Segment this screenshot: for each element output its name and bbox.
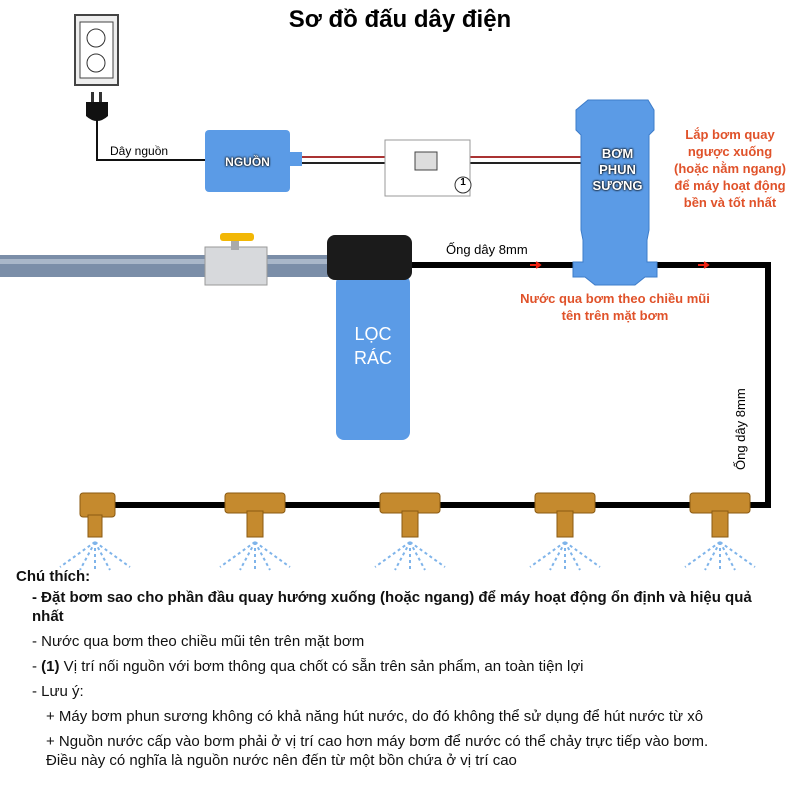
- note-item: - Nước qua bơm theo chiều mũi tên trên m…: [32, 633, 365, 650]
- note-line: để máy hoạt động: [674, 178, 786, 193]
- pump-label: BƠM PHUN SƯƠNG: [580, 146, 655, 194]
- spray: [59, 541, 756, 571]
- note-line: Lắp bơm quay: [685, 127, 775, 142]
- filter: [327, 235, 412, 440]
- connector-number: 1: [460, 177, 466, 188]
- tube-label-horizontal: Ống dây 8mm: [446, 242, 528, 257]
- note-line: bền và tốt nhất: [683, 195, 777, 210]
- note-prefix: -: [32, 658, 42, 675]
- note-subitem: + Nguồn nước cấp vào bơm phải ở vị trí c…: [46, 733, 709, 769]
- valve: [204, 233, 268, 286]
- pump-label-line: BƠM: [601, 146, 634, 161]
- power-cord: [96, 118, 205, 161]
- filter-label-line: LỌC: [354, 324, 392, 344]
- pump-label-line: PHUN: [599, 162, 636, 177]
- note-ref: (1): [41, 658, 60, 675]
- note-line: tên trên mặt bơm: [561, 308, 669, 323]
- flow-note: Nước qua bơm theo chiều mũi tên trên mặt…: [500, 290, 730, 324]
- pump-body: [572, 99, 658, 286]
- note-line: (hoặc nằm ngang): [674, 161, 786, 176]
- water-pipe: [0, 255, 335, 277]
- nozzles: [79, 492, 751, 538]
- page-title: Sơ đồ đấu dây điện: [288, 6, 512, 33]
- connector-1: [384, 139, 472, 197]
- pump-orientation-note: Lắp bơm quay ngược xuống (hoặc nằm ngang…: [660, 126, 800, 211]
- note-item: - (1) Vị trí nối nguồn với bơm thông qua…: [16, 657, 786, 676]
- notes: Chú thích: - Đặt bơm sao cho phần đầu qu…: [16, 567, 786, 776]
- note-text: Vị trí nối nguồn với bơm thông qua chốt …: [59, 658, 584, 675]
- power-box: [205, 130, 290, 192]
- tube-label-vertical: Ống dây 8mm: [733, 388, 748, 470]
- pump-label-line: SƯƠNG: [592, 178, 643, 193]
- note-text: - Đặt bơm sao cho phần đầu quay hướng xu…: [32, 589, 752, 625]
- note-subitem: + Máy bơm phun sương không có khả năng h…: [46, 708, 704, 725]
- power-cord-label: Dây nguồn: [110, 144, 169, 158]
- note-line: Nước qua bơm theo chiều mũi: [520, 291, 710, 306]
- power-box-label: NGUỒN: [225, 155, 270, 169]
- notes-heading: Chú thích:: [16, 568, 91, 585]
- note-item: - Lưu ý:: [32, 683, 84, 700]
- filter-label: LỌC RÁC: [336, 322, 410, 370]
- note-line: ngược xuống: [687, 144, 773, 159]
- filter-label-line: RÁC: [353, 348, 392, 368]
- wall-outlet: [74, 14, 119, 86]
- note-item: - Đặt bơm sao cho phần đầu quay hướng xu…: [16, 588, 786, 626]
- plug: [86, 92, 108, 121]
